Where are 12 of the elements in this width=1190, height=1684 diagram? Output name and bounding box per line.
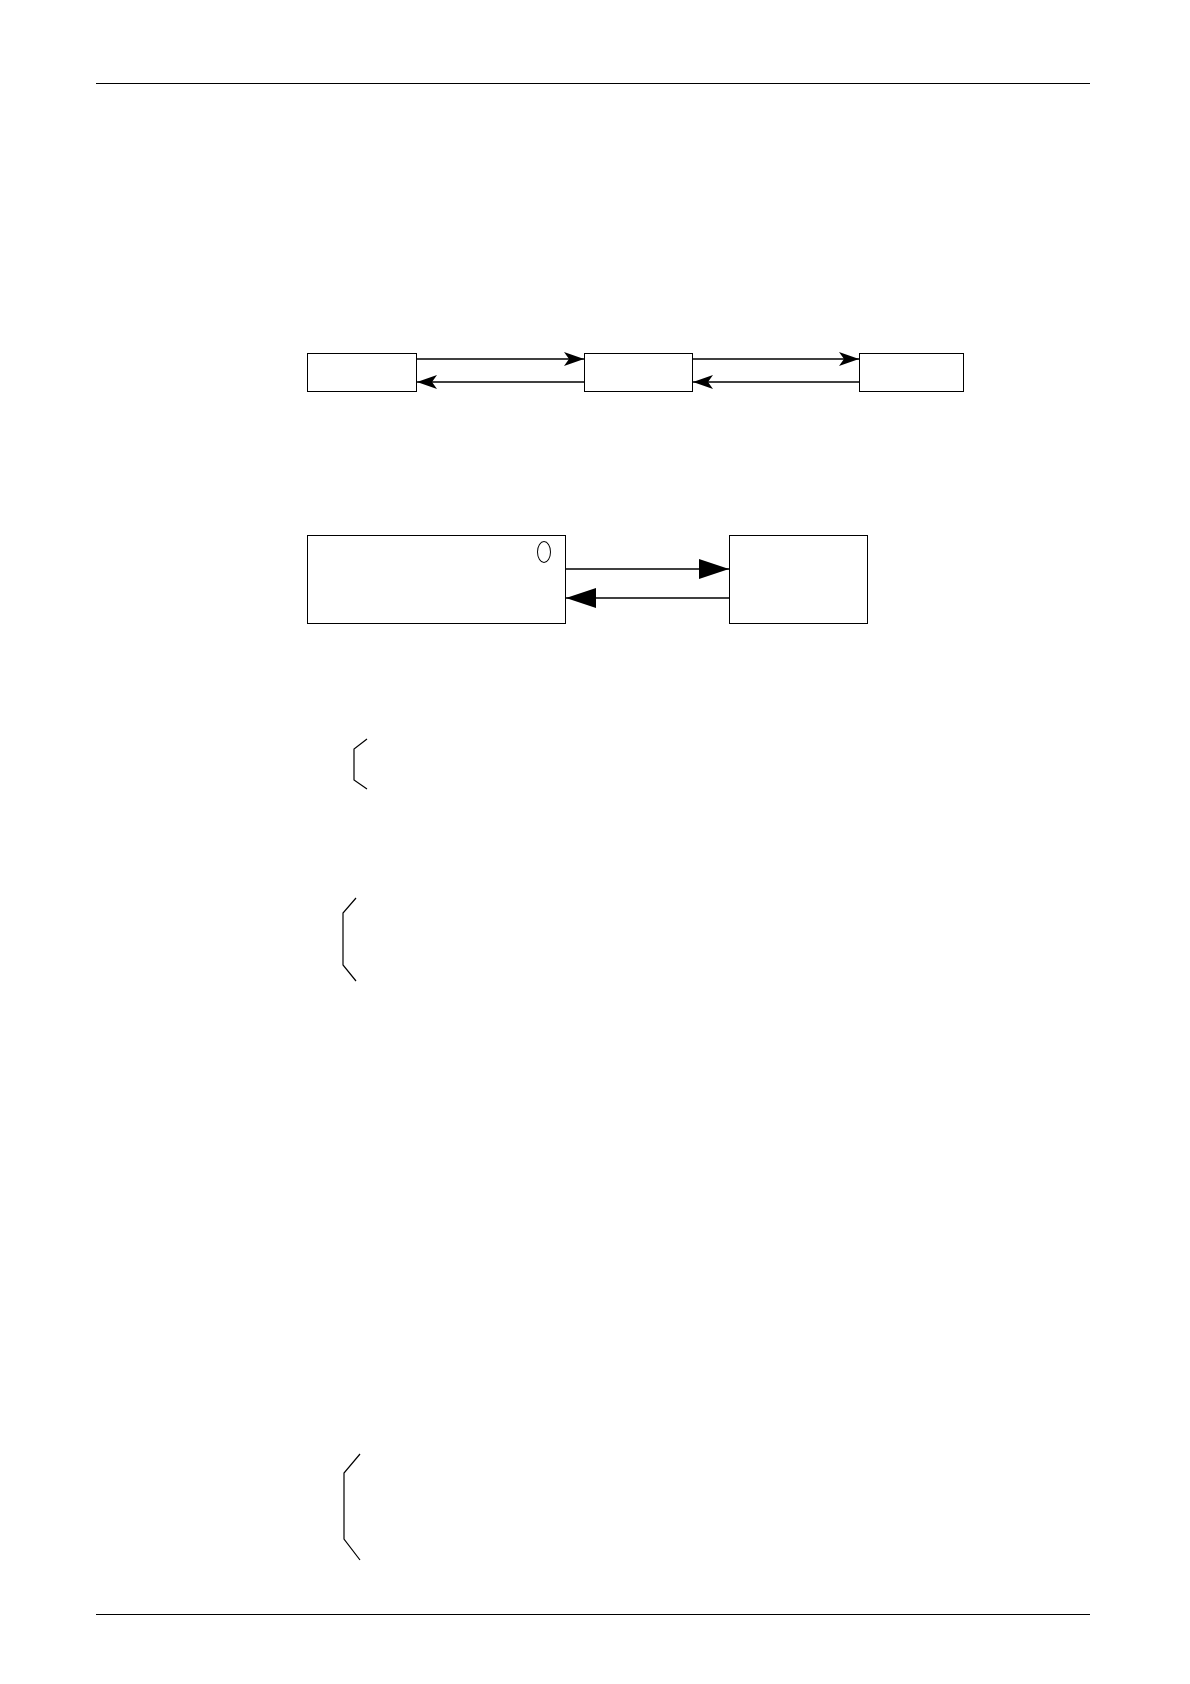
arrow xyxy=(416,352,585,366)
arrow xyxy=(692,352,860,366)
empty-box xyxy=(307,535,566,624)
arrow xyxy=(416,375,585,389)
empty-box xyxy=(859,353,964,392)
empty-box xyxy=(584,353,693,392)
arrow xyxy=(692,375,860,389)
arrow xyxy=(565,588,730,608)
empty-box xyxy=(307,353,417,392)
empty-box xyxy=(729,535,868,624)
ellipse-shape xyxy=(537,541,551,563)
arrow xyxy=(565,559,730,579)
